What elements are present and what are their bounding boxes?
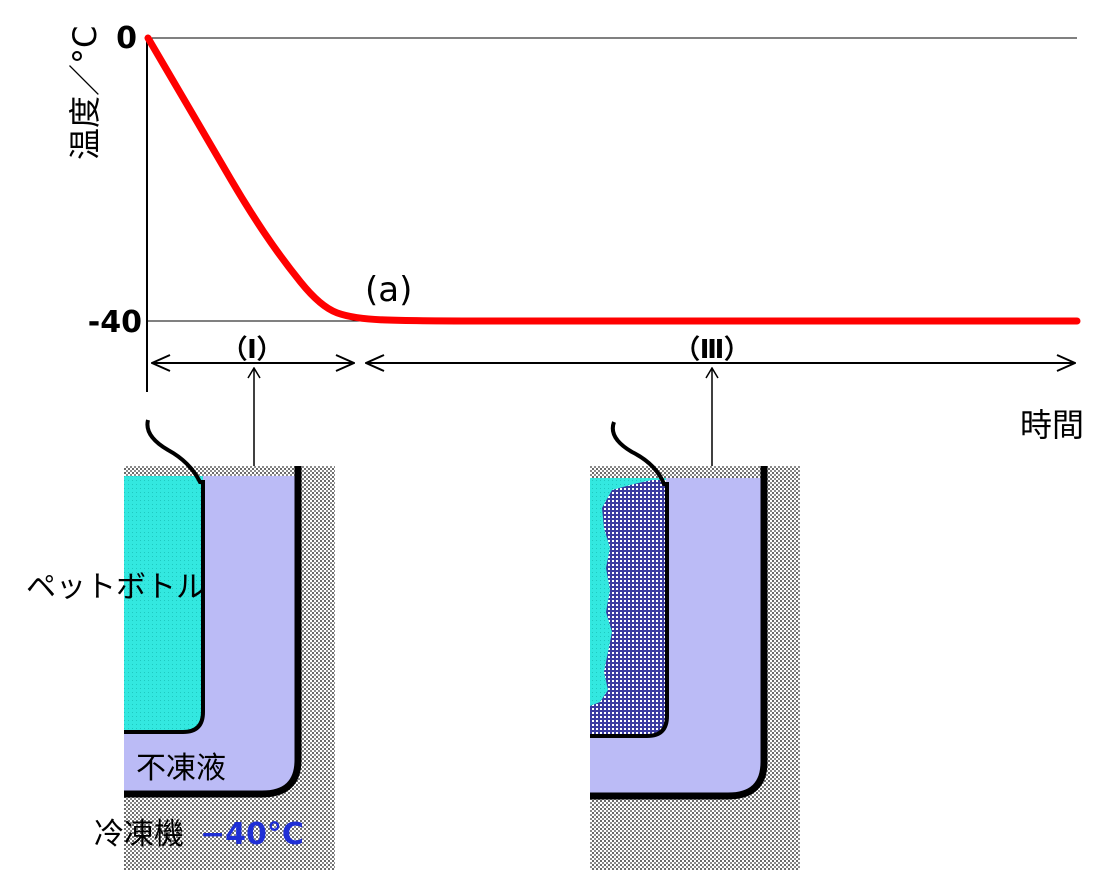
antifreeze-label: 不凍液 (136, 751, 226, 786)
container-wall-2 (590, 466, 768, 800)
y-axis-label: 温度／°C (66, 26, 104, 160)
water-in-bottle (124, 476, 203, 732)
diagram-phase-3 (590, 421, 800, 870)
bottle-outline-2 (590, 421, 669, 738)
temperature-curve (144, 34, 1081, 325)
y-tick-minus-40: -40 (88, 305, 142, 340)
bottle-label: ペットボトル (26, 570, 206, 605)
freezer-temp-label: −40°C (200, 817, 304, 852)
phase-1-label: （Ⅰ） (221, 335, 283, 365)
temperature-chart: 0 -40 温度／°C 時間 (a) （Ⅰ） （Ⅲ） (66, 21, 1084, 474)
y-tick-0: 0 (116, 21, 137, 56)
bottle-outline (124, 419, 205, 734)
ice-layer (590, 480, 666, 736)
container-wall (124, 466, 302, 798)
phase-3-label: （Ⅲ） (674, 335, 751, 365)
diagram-phase-1: ペットボトル 不凍液 冷凍機 −40°C (26, 419, 335, 870)
annotation-a: (a) (365, 270, 412, 310)
freezer-label: 冷凍機 (94, 817, 184, 852)
x-axis-label: 時間 (1020, 406, 1084, 444)
